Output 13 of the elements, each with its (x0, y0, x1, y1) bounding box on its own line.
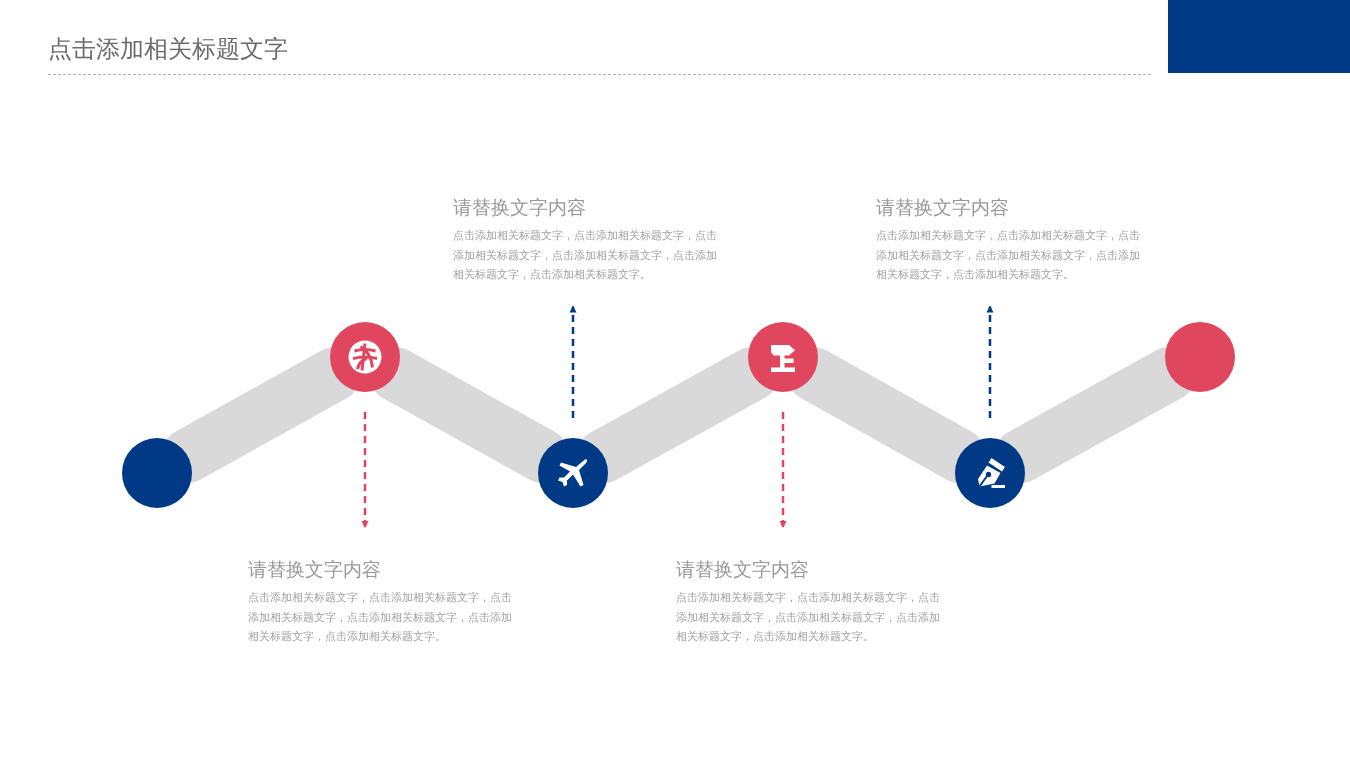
item-description: 点击添加相关标题文字，点击添加相关标题文字，点击添加相关标题文字，点击添加相关标题文字，点击添加相关标题文字，点击添加相关标题文字。 (453, 228, 718, 282)
page-title: 点击添加相关标题文字 (48, 34, 288, 65)
item-heading: 请替换文字内容 (248, 558, 382, 580)
item-heading: 请替换文字内容 (676, 558, 810, 580)
item-heading: 请替换文字内容 (453, 196, 587, 218)
dashed-arrow (779, 412, 787, 528)
item-description: 点击添加相关标题文字，点击添加相关标题文字，点击添加相关标题文字，点击添加相关标题文字，点击添加相关标题文字，点击添加相关标题文字。 (676, 590, 941, 644)
dashed-arrow (361, 412, 369, 528)
item-heading: 请替换文字内容 (876, 196, 1010, 218)
dashed-arrow (986, 305, 994, 418)
item-description: 点击添加相关标题文字，点击添加相关标题文字，点击添加相关标题文字，点击添加相关标题文字，点击添加相关标题文字，点击添加相关标题文字。 (876, 228, 1141, 282)
dashed-arrow (569, 305, 577, 418)
item-description: 点击添加相关标题文字，点击添加相关标题文字，点击添加相关标题文字，点击添加相关标题文字，点击添加相关标题文字，点击添加相关标题文字。 (248, 590, 513, 644)
